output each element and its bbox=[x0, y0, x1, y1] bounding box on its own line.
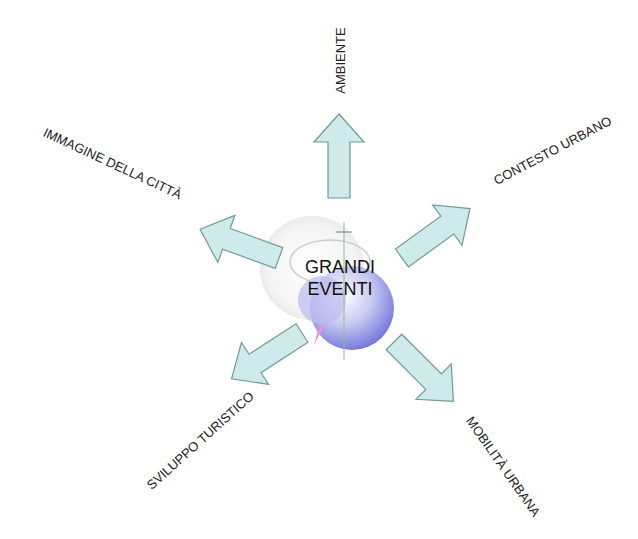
block-arrow bbox=[387, 188, 484, 278]
block-arrow bbox=[218, 312, 316, 400]
branch-label: MOBILITÀ URBANA bbox=[464, 414, 543, 519]
block-arrow bbox=[314, 114, 364, 198]
central-topic: GRANDI EVENTI bbox=[284, 253, 396, 304]
block-arrow bbox=[192, 206, 288, 282]
branch-label: CONTESTO URBANO bbox=[492, 113, 614, 186]
branch-label: IMMAGINE DELLA CITTÀ bbox=[41, 125, 183, 201]
topic-text: GRANDI EVENTI bbox=[290, 257, 390, 300]
branch-label: AMBIENTE bbox=[334, 27, 347, 93]
block-arrow bbox=[376, 324, 471, 419]
branch-label: SVILUPPO TURISTICO bbox=[144, 389, 256, 491]
